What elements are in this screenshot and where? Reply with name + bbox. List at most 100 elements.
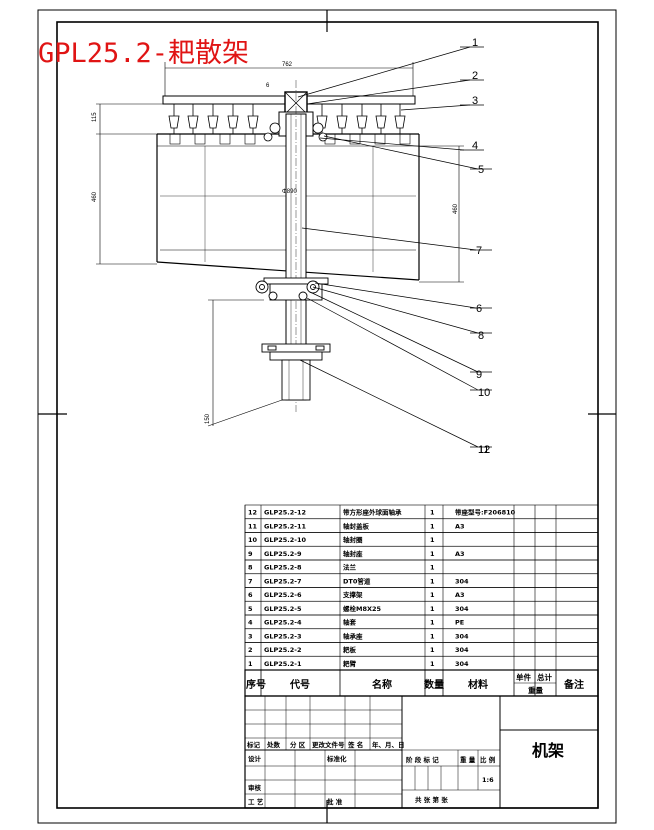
balloon-3: 3 [472,95,478,107]
tb-count: 处数 [266,740,281,749]
balloon-1: 1 [472,37,478,49]
tb-approve: 批 准 [327,797,343,806]
balloon-12: 12 [478,444,490,456]
dim-top-small-left: 115 [92,112,98,122]
tb-review: 审核 [248,783,262,792]
tb-drawing-name: 机架 [532,741,564,760]
cell-qty: 1 [430,605,435,613]
tb-date: 年、月、日 [372,740,405,749]
hdr-single: 单件 [516,672,531,682]
cell-name: 螺栓M8X25 [343,604,382,613]
cell-no: 7 [248,577,253,585]
cell-material: 304 [455,605,469,613]
cell-code: GLP25.2-12 [264,509,306,517]
top-dimension [164,62,414,100]
cell-name: 轴封圈 [343,535,363,544]
cell-code: GLP25.2-11 [264,522,306,530]
cell-material: PE [455,619,464,627]
cell-qty: 1 [430,550,435,558]
cell-no: 10 [248,536,258,544]
tb-standard: 标准化 [326,754,347,763]
cell-no: 4 [248,619,253,627]
cell-name: 轴封座 [343,549,363,558]
cell-qty: 1 [430,509,435,517]
tb-design: 设计 [248,754,262,763]
cell-code: GLP25.2-6 [264,591,302,599]
tb-zone: 分 区 [290,740,306,749]
cell-qty: 1 [430,522,435,530]
tb-sheets: 共 张 第 张 [415,795,448,804]
hdr-no: 序号 [246,678,266,691]
cell-name: 支撑架 [342,590,363,599]
tb-change: 更改文件号 [312,740,345,749]
cell-name: 耙板 [343,645,357,654]
tb-process: 工 艺 [248,797,264,806]
balloon-8: 8 [478,330,484,342]
cell-qty: 1 [430,591,435,599]
cell-no: 5 [248,605,253,613]
dim-right-height: 460 [453,203,459,214]
tb-scale: 1:6 [482,776,494,784]
cell-code: GLP25.2-2 [264,646,302,654]
dim-top-small: 6 [266,83,270,89]
dim-bottom: 150 [205,413,211,424]
cell-code: GLP25.2-1 [264,660,302,668]
hdr-remark: 备注 [563,678,584,691]
cell-name: 轴承座 [343,631,363,640]
cell-code: GLP25.2-8 [264,564,302,572]
balloon-5: 5 [478,164,484,176]
cell-qty: 1 [430,646,435,654]
cell-material: A3 [455,522,465,530]
cell-name: 法兰 [343,563,357,572]
outer-frame [37,9,617,824]
hdr-total: 总计 [537,672,552,682]
cell-qty: 1 [430,577,435,585]
tank-top-flange [169,133,411,145]
cell-no: 9 [248,550,253,558]
dim-center: Φ890 [282,189,297,195]
table-row: 5 GLP25.2-5 螺栓M8X25 1 304 [244,600,599,616]
cell-name: 带方形座外球面轴承 [343,508,402,517]
hdr-name: 名称 [372,678,392,691]
tb-sign: 签 名 [347,740,363,749]
cell-no: 8 [248,564,253,572]
central-shaft [278,80,314,412]
tb-scale-label: 比 例 [480,755,496,764]
hdr-qty: 数量 [424,678,444,691]
cell-no: 12 [248,509,257,517]
cell-no: 11 [248,522,258,530]
cell-name: 耙臂 [343,659,357,668]
cell-code: GLP25.2-3 [264,632,302,640]
cell-name: 轴套 [343,618,357,627]
centering-marks [38,10,616,823]
cell-material: 304 [455,646,469,654]
leader-lines [297,46,492,448]
top-bolts [263,122,328,142]
cell-qty: 1 [430,619,435,627]
balloon-10: 10 [478,387,490,399]
cell-material: 304 [455,632,469,640]
dim-left-height: 460 [92,191,98,202]
cell-qty: 1 [430,660,435,668]
cell-code: GLP25.2-9 [264,550,302,558]
cell-code: GLP25.2-5 [264,605,302,613]
balloon-2: 2 [472,70,478,82]
balloon-9: 9 [476,369,482,381]
hdr-weight: 重量 [528,685,543,695]
balloon-7: 7 [476,245,482,257]
right-dimension [419,145,464,283]
left-dimensions [96,103,283,427]
cell-material: 304 [455,577,469,585]
balloon-6: 6 [476,303,482,315]
cell-material: 304 [455,660,469,668]
cell-name: DT0管道 [343,576,371,585]
